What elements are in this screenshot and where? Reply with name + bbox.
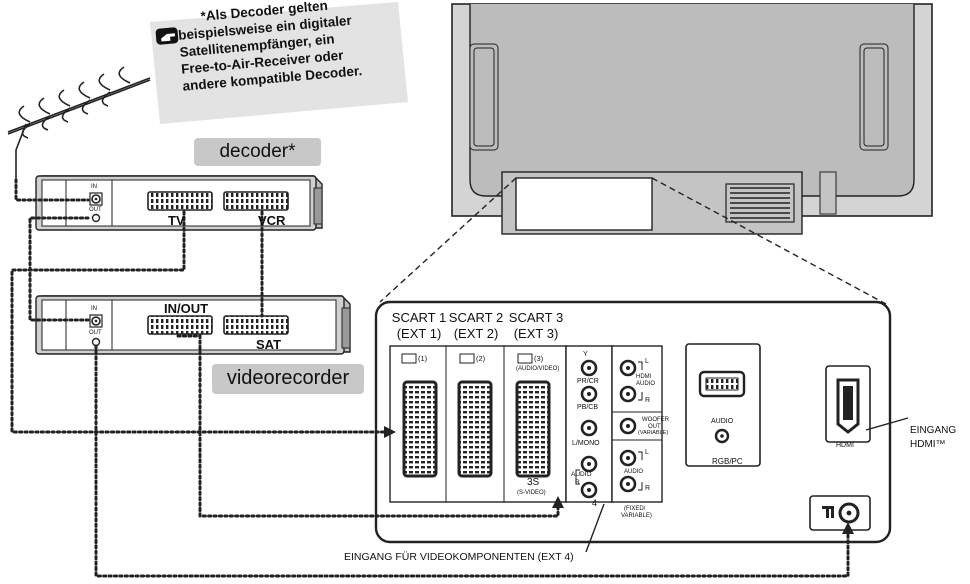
rgb-audio-label: AUDIO: [711, 418, 734, 425]
scart1-input-number: (1): [418, 354, 428, 363]
decoder-in-label: IN: [91, 184, 97, 190]
scart3-heading: SCART 3 (EXT 3): [506, 310, 566, 342]
scart3-title: SCART 3: [508, 310, 564, 325]
audio-out-label: AUDIO: [624, 469, 644, 475]
tv-back: [451, 3, 933, 235]
pbcb-label: PB/CB: [577, 404, 599, 411]
hdmi-audio-label-1: HDMI: [636, 374, 652, 380]
vcr-inout-label: IN/OUT: [164, 301, 209, 316]
scart1-title: SCART 1: [391, 310, 447, 325]
woofer-label-3: (VARIABLE): [638, 430, 669, 436]
audio-out-l-label: L: [645, 449, 649, 456]
scart2-ext: (EXT 2): [453, 326, 499, 341]
prcr-label-visible: PR/CR: [577, 378, 599, 385]
scart1-heading: SCART 1 (EXT 1): [391, 310, 447, 342]
pointer-lines: [585, 417, 909, 553]
fixed-label-1: (FIXED/: [624, 506, 646, 512]
hdmi-audio-l-label: L: [645, 358, 649, 365]
fixed-label-2: VARIABLE): [621, 513, 652, 519]
scart3-audio-video-label: (AUDIO/VIDEO): [516, 366, 560, 372]
y-label: Y: [583, 351, 588, 358]
zoom-lines: [379, 177, 887, 305]
decoder-title: decoder*: [219, 141, 296, 162]
vcr-in-label: IN: [91, 306, 97, 312]
scart3-input-number: (3): [534, 354, 544, 363]
cables: [10, 178, 850, 578]
hdmi-port-label: HDMI: [836, 442, 854, 449]
svideo-label: (S-VIDEO): [517, 490, 546, 496]
scart3-ext: (EXT 3): [513, 326, 559, 341]
scart2-title: SCART 2: [448, 310, 504, 325]
note-bubble: [150, 2, 408, 124]
decoder-vcr-label: VCR: [258, 213, 286, 228]
hdmi-audio-label-2: AUDIO: [636, 381, 656, 387]
eingang-videokomponenten-label: EINGANG FÜR VIDEOKOMPONENTEN (EXT 4): [344, 551, 574, 563]
eingang-hdmi-label-2: HDMI™: [910, 439, 946, 450]
rgbpc-label: RGB/PC: [712, 457, 743, 466]
woofer-label-1: WOOFER: [642, 417, 669, 423]
scart1-ext: (EXT 1): [396, 326, 442, 341]
scart2-heading: SCART 2 (EXT 2): [448, 310, 504, 342]
antenna: [7, 66, 151, 180]
component-r-label: R: [575, 479, 580, 486]
hdmi-audio-r-label: R: [645, 397, 651, 404]
ext4-input-number: 4: [592, 498, 598, 508]
lmono-label: L/MONO: [572, 440, 600, 447]
videorecorder-box: [35, 295, 351, 355]
connection-panel: [374, 300, 892, 544]
eingang-hdmi-label-1: EINGANG: [910, 425, 957, 436]
scart2-input-number: (2): [476, 354, 486, 363]
vcr-out-label: OUT: [89, 330, 102, 336]
decoder-out-label: OUT: [89, 207, 102, 213]
component-audio-label: AUDIO: [571, 471, 592, 478]
audio-out-r-label: R: [645, 485, 651, 492]
decoder-tv-label: TV: [168, 213, 185, 228]
videorecorder-title: videorecorder: [226, 367, 350, 389]
vcr-sat-label: SAT: [256, 337, 282, 352]
svideo-number-label: 3S: [527, 477, 540, 488]
woofer-label-2: OUT: [648, 424, 661, 430]
